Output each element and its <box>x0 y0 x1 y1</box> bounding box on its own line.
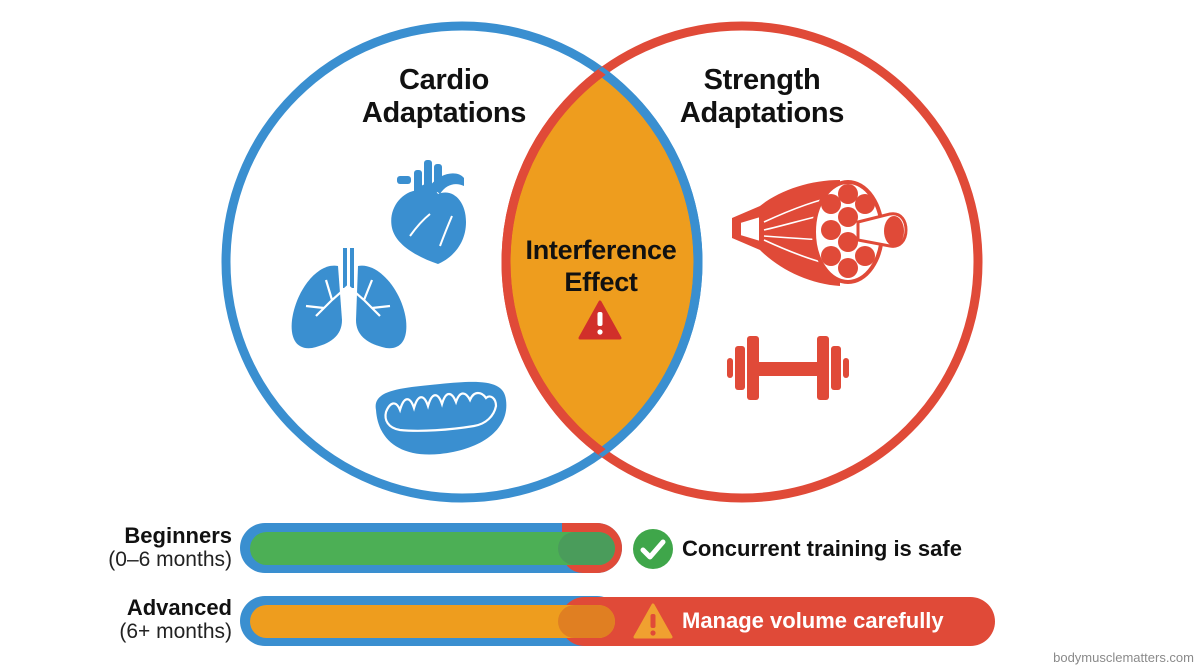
advanced-bar-fill <box>250 605 615 638</box>
advanced-label-main: Advanced <box>126 595 232 620</box>
strength-adaptations-title: Strength Adaptations <box>652 64 872 130</box>
venn-diagram <box>221 21 983 503</box>
advanced-label: Advanced (6+ months) <box>82 596 232 644</box>
check-circle-icon <box>633 529 673 569</box>
cardio-title-line1: Cardio <box>398 64 490 96</box>
cardio-adaptations-title: Cardio Adaptations <box>334 64 554 130</box>
advanced-bar-overlap <box>558 605 615 638</box>
warning-icon <box>578 300 622 340</box>
beginners-label-main: Beginners <box>124 523 232 548</box>
heart-icon <box>391 160 466 264</box>
interference-region <box>506 26 698 498</box>
beginners-bar-overlap <box>558 532 615 565</box>
beginners-message: Concurrent training is safe <box>682 536 962 561</box>
muscle-fiber-icon <box>732 180 908 286</box>
lungs-icon <box>291 248 407 349</box>
advanced-warning-bar <box>560 597 995 646</box>
site-credit: bodymusclematters.com <box>1053 650 1194 665</box>
mitochondria-icon <box>375 381 507 455</box>
advanced-message: Manage volume carefully <box>682 608 944 633</box>
warning-icon <box>633 603 673 639</box>
beginners-label-sub: (0–6 months) <box>108 548 232 571</box>
strength-title-line2: Adaptations <box>679 97 845 129</box>
strength-title-line1: Strength <box>703 64 821 96</box>
dumbbell-icon <box>727 336 849 400</box>
beginners-bar-fill <box>250 532 615 565</box>
beginners-label: Beginners (0–6 months) <box>82 524 232 572</box>
interference-title-line2: Effect <box>564 267 638 297</box>
cardio-title-line2: Adaptations <box>361 97 527 129</box>
interference-title-line1: Interference <box>525 235 677 265</box>
interference-effect-title: Interference Effect <box>508 234 694 298</box>
advanced-label-sub: (6+ months) <box>119 620 232 643</box>
